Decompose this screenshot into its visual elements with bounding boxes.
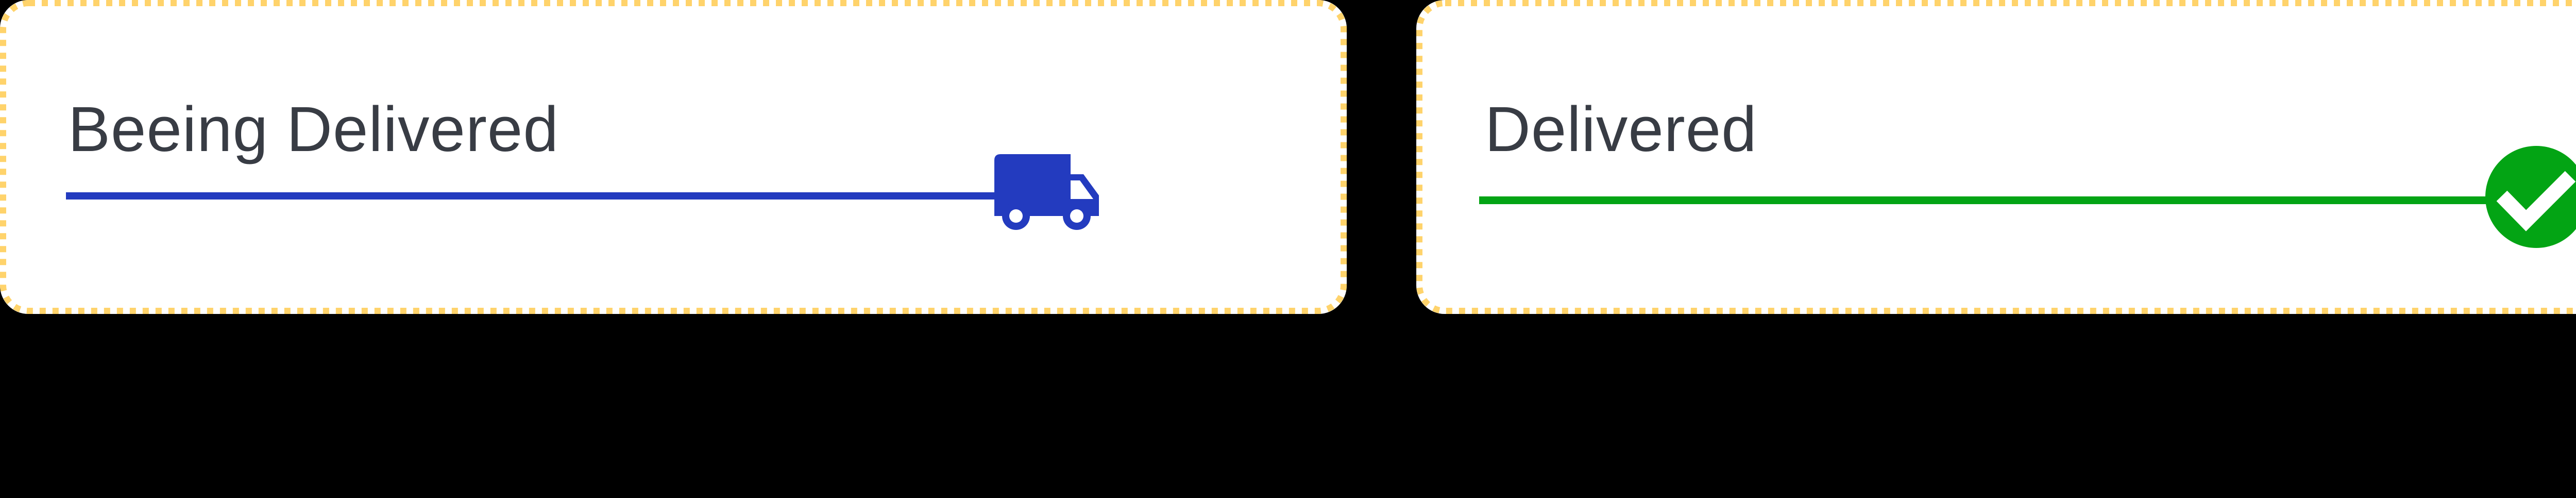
check-circle-icon xyxy=(2485,146,2576,248)
delivery-status-card-in-transit: Beeing Delivered xyxy=(0,0,1347,314)
status-title: Beeing Delivered xyxy=(68,94,559,165)
truck-icon xyxy=(994,154,1099,230)
progress-track xyxy=(66,192,998,200)
dashed-border xyxy=(1416,0,2576,314)
progress-track xyxy=(1479,196,2489,204)
dashed-border xyxy=(0,0,1347,314)
status-title: Delivered xyxy=(1485,94,1757,165)
delivery-status-card-delivered: Delivered xyxy=(1416,0,2576,314)
